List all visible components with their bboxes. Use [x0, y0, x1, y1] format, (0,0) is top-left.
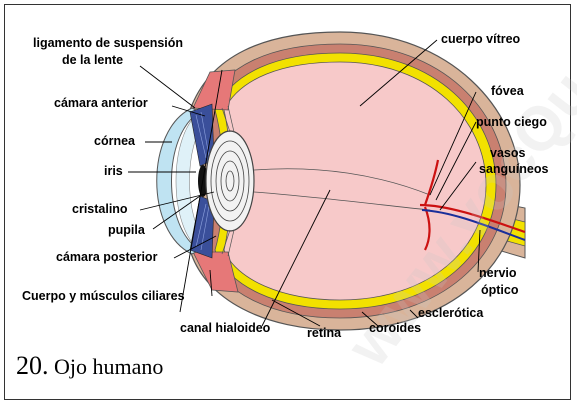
- label-cornea: córnea: [94, 134, 136, 148]
- caption-number: 20.: [16, 351, 49, 380]
- label-coroides: coroides: [369, 321, 421, 335]
- label-cuerpo-vitreo: cuerpo vítreo: [441, 32, 521, 46]
- label-ligamento-1: ligamento de suspensión: [33, 36, 183, 50]
- label-fovea: fóvea: [491, 84, 525, 98]
- label-cristalino: cristalino: [72, 202, 128, 216]
- label-nervio-1: nervio: [479, 266, 517, 280]
- label-pupila: pupila: [108, 223, 146, 237]
- caption-title: Ojo humano: [54, 354, 163, 379]
- label-punto-ciego: punto ciego: [476, 115, 547, 129]
- label-nervio-2: óptico: [481, 283, 519, 297]
- label-vasos-2: sanguíneos: [479, 162, 549, 176]
- label-musculos-ciliares: Cuerpo y músculos ciliares: [22, 289, 185, 303]
- label-camara-posterior: cámara posterior: [56, 250, 158, 264]
- label-camara-anterior: cámara anterior: [54, 96, 148, 110]
- label-retina: retina: [307, 326, 342, 340]
- label-canal-hialoideo: canal hialoideo: [180, 321, 271, 335]
- label-ligamento-2: de la lente: [62, 53, 123, 67]
- figure-caption: 20. Ojo humano: [16, 351, 163, 381]
- label-esclerotica: esclerótica: [418, 306, 484, 320]
- label-vasos-1: vasos: [490, 146, 525, 160]
- lens: [206, 131, 254, 231]
- label-iris: iris: [104, 164, 123, 178]
